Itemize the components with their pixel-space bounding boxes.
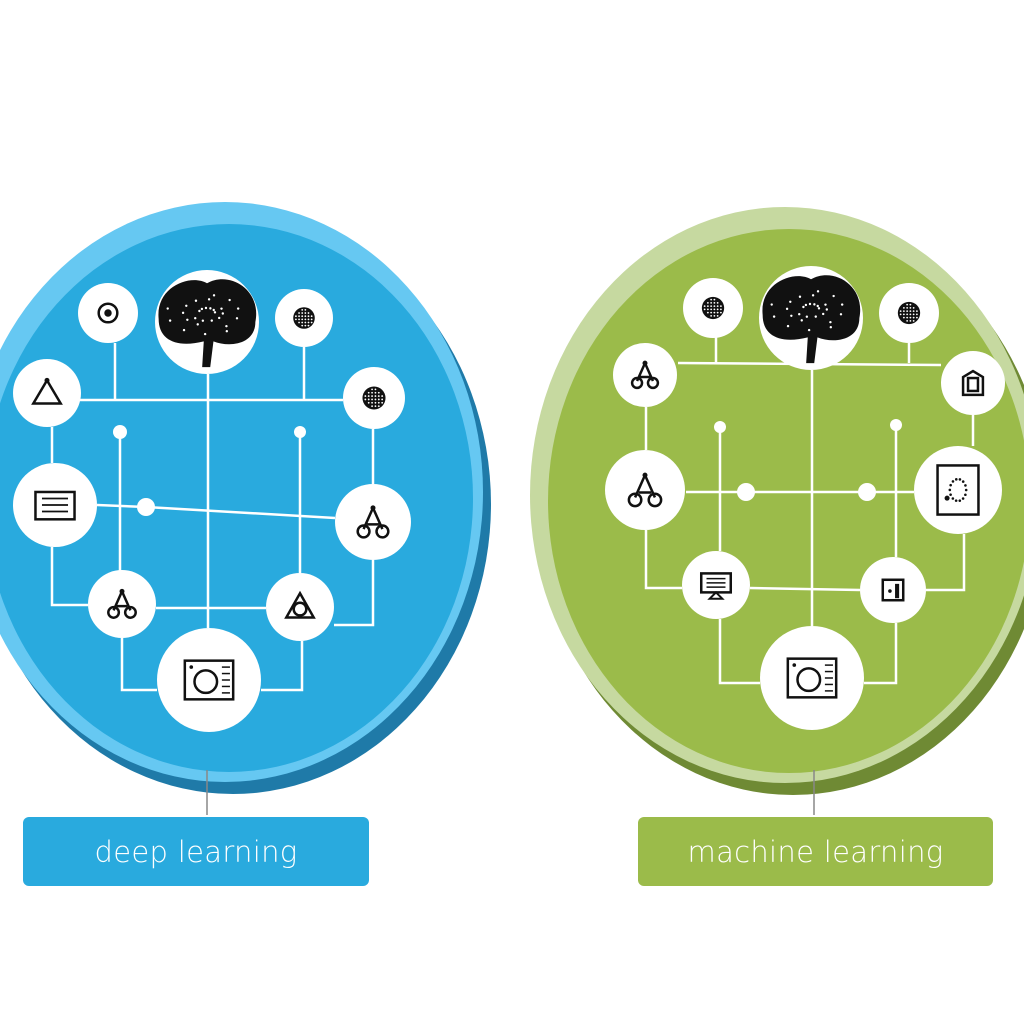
mesh-sphere-icon [897,301,921,325]
mesh-sphere-icon [701,296,725,320]
node-circle [266,573,334,641]
node [682,551,750,619]
node [879,283,939,343]
network-icon [627,472,663,508]
connector-line [718,619,760,685]
monitor-icon [699,572,733,600]
node [88,570,156,638]
triangle-circle-icon [284,590,316,619]
node [860,557,926,623]
node [759,266,863,370]
junction-dot [113,425,127,439]
connector-line [644,530,682,590]
node-circle [88,570,156,638]
node [605,450,685,530]
node-circle [760,626,864,730]
junction-dot [737,483,755,501]
node [941,351,1005,415]
node [155,270,259,374]
brain-icon [158,279,257,368]
node-circle [157,628,261,732]
connector-line [864,623,898,685]
node-circle [941,351,1005,415]
node [275,289,333,347]
camera-icon [183,659,235,701]
network-icon [107,588,137,619]
network-icon [630,360,660,390]
node [13,359,81,427]
target-icon [97,302,119,324]
junction-dot [294,426,306,438]
door-icon [961,369,985,397]
node [157,628,261,732]
machine-learning-network [605,266,1005,730]
node [760,626,864,730]
triangle-icon [31,377,63,405]
node-circle [613,343,677,407]
mesh-sphere-icon [362,386,386,410]
node [914,446,1002,534]
connector-line [120,638,157,692]
connector-line [50,547,88,607]
connector-line [261,641,304,692]
node-circle [335,484,411,560]
node [335,484,411,560]
node [266,573,334,641]
node-circle [13,359,81,427]
node-circle [914,446,1002,534]
node [683,278,743,338]
junction-dot [714,421,726,433]
machine-learning-label: machine learning [638,817,993,886]
junction-dot [858,483,876,501]
speaker-box-icon [881,578,905,602]
camera-icon [786,657,838,699]
node [613,343,677,407]
node [13,463,97,547]
network-icon [356,505,390,539]
image-chart-icon [936,464,980,516]
card-icon [34,490,76,521]
node [343,367,405,429]
junction-dot [137,498,155,516]
node-circle [605,450,685,530]
node-circle [682,551,750,619]
connector-line [334,560,375,627]
brain-icon [762,275,861,364]
connector-line [926,534,966,592]
node-circle [860,557,926,623]
node [78,283,138,343]
junction-dot [890,419,902,431]
deep-learning-label: deep learning [23,817,369,886]
deep-learning-network [13,270,411,732]
connector-line [749,586,861,592]
mesh-sphere-icon [293,307,315,329]
